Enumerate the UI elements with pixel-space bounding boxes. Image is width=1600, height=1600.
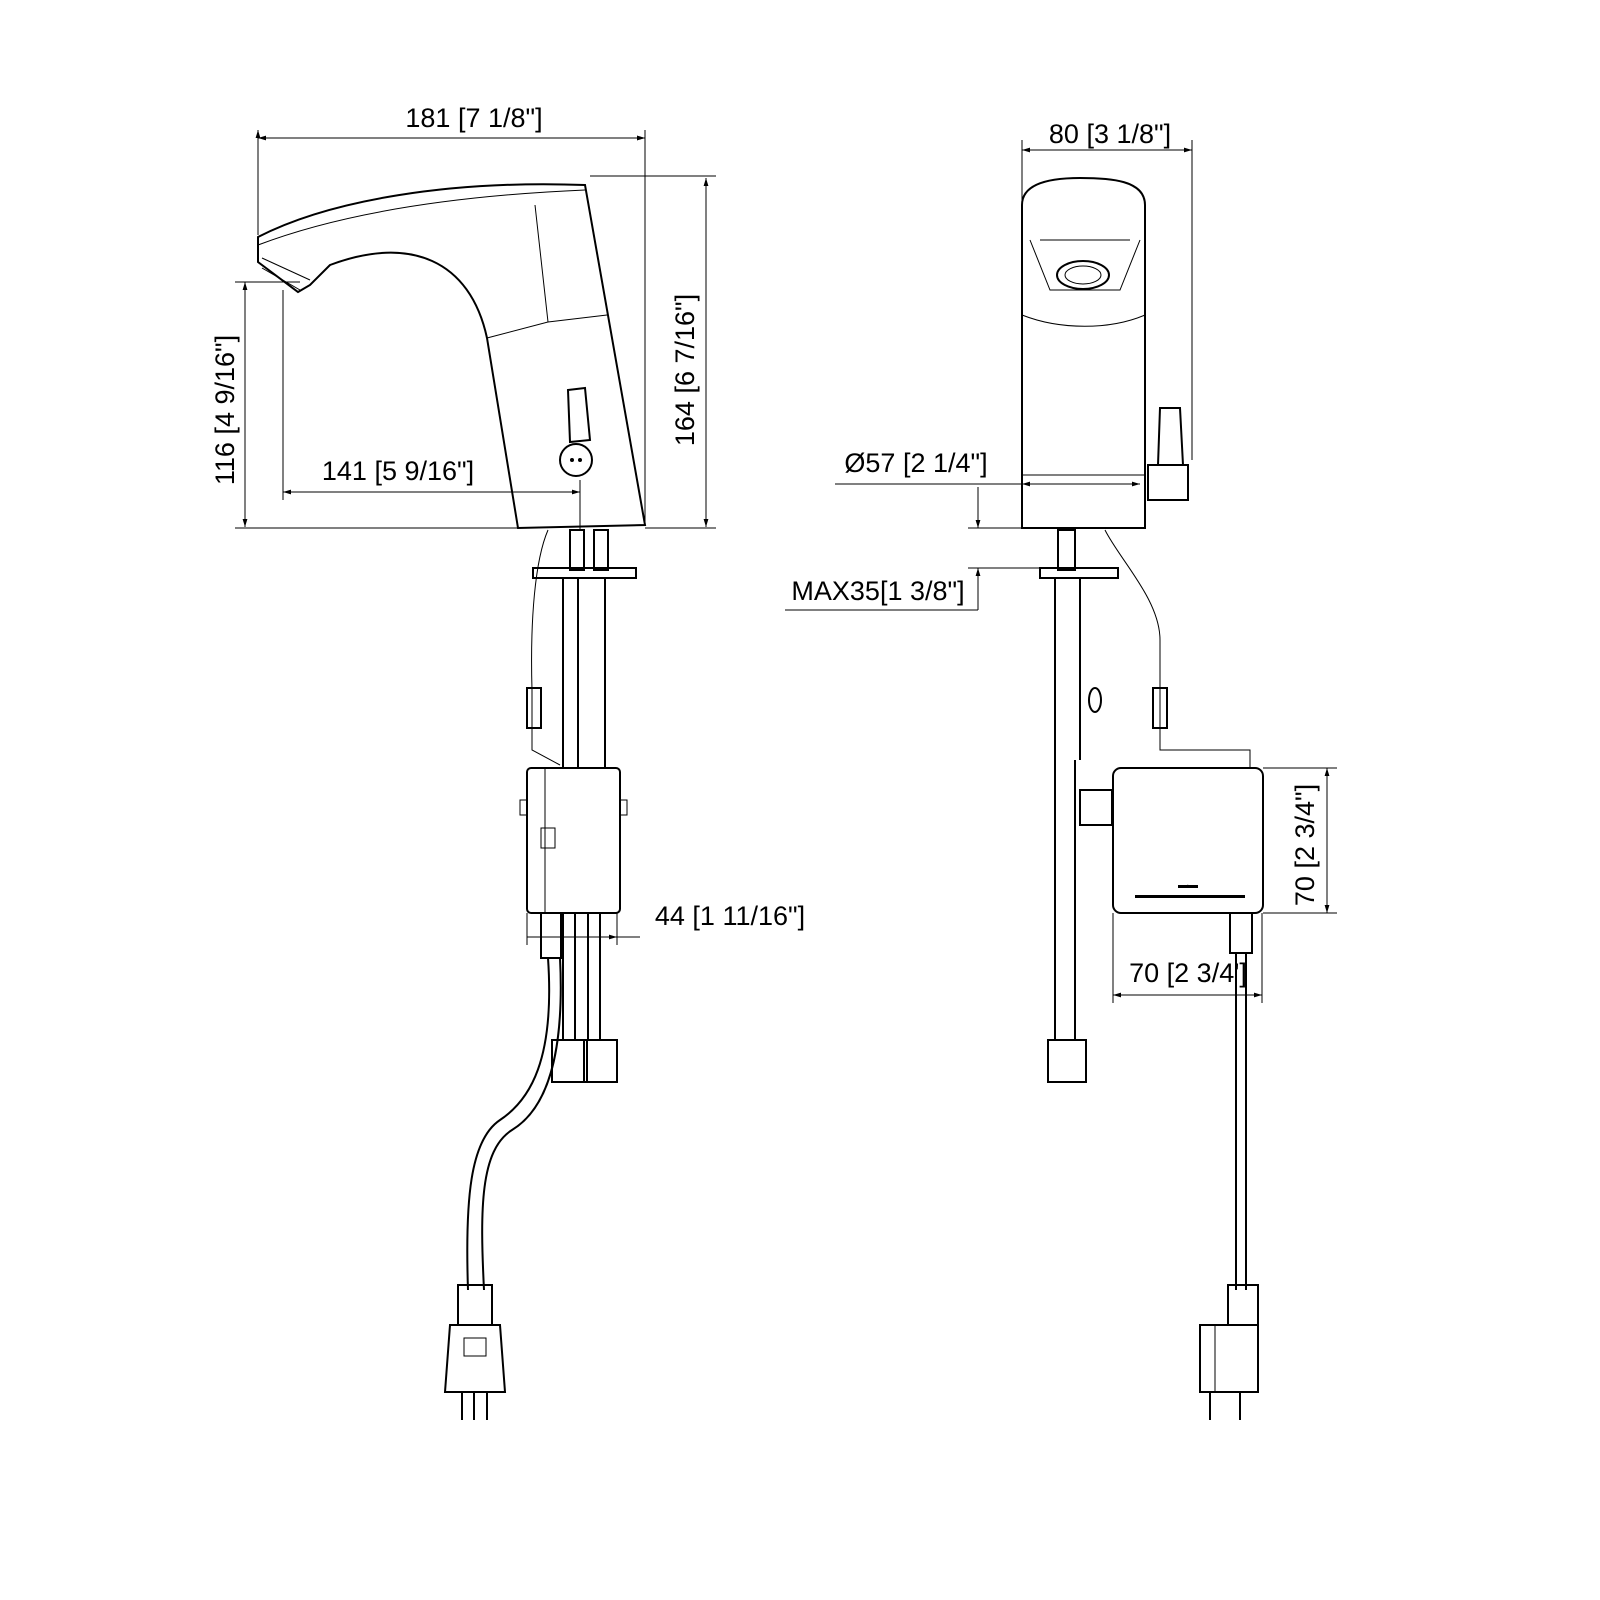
dim-overall-height: 164 [6 7/16"] (670, 294, 700, 446)
dim-spout-reach: 141 [5 9/16"] (322, 456, 474, 486)
front-view-dimensions: 80 [3 1/8"] Ø57 [2 1/4"] MAX35[1 3/8"] 7… (785, 119, 1337, 1003)
dim-base-diameter: Ø57 [2 1/4"] (844, 448, 987, 478)
side-view-dimensions: 181 [7 1/8"] 164 [6 7/16"] 116 [4 9/16"]… (210, 103, 805, 945)
dim-box-width: 70 [2 3/4'] (1129, 958, 1247, 988)
dim-overall-width: 181 [7 1/8"] (405, 103, 542, 133)
dim-box-depth: 44 [1 11/16"] (655, 901, 805, 931)
dim-front-width: 80 [3 1/8"] (1049, 119, 1171, 149)
front-view-faucet: · (1021, 176, 1264, 1420)
dim-max-deck-thickness: MAX35[1 3/8"] (791, 576, 964, 606)
side-view-faucet (257, 183, 647, 1420)
dim-spout-height: 116 [4 9/16"] (210, 335, 240, 485)
dim-box-height: 70 [2 3/4"] (1290, 784, 1320, 906)
